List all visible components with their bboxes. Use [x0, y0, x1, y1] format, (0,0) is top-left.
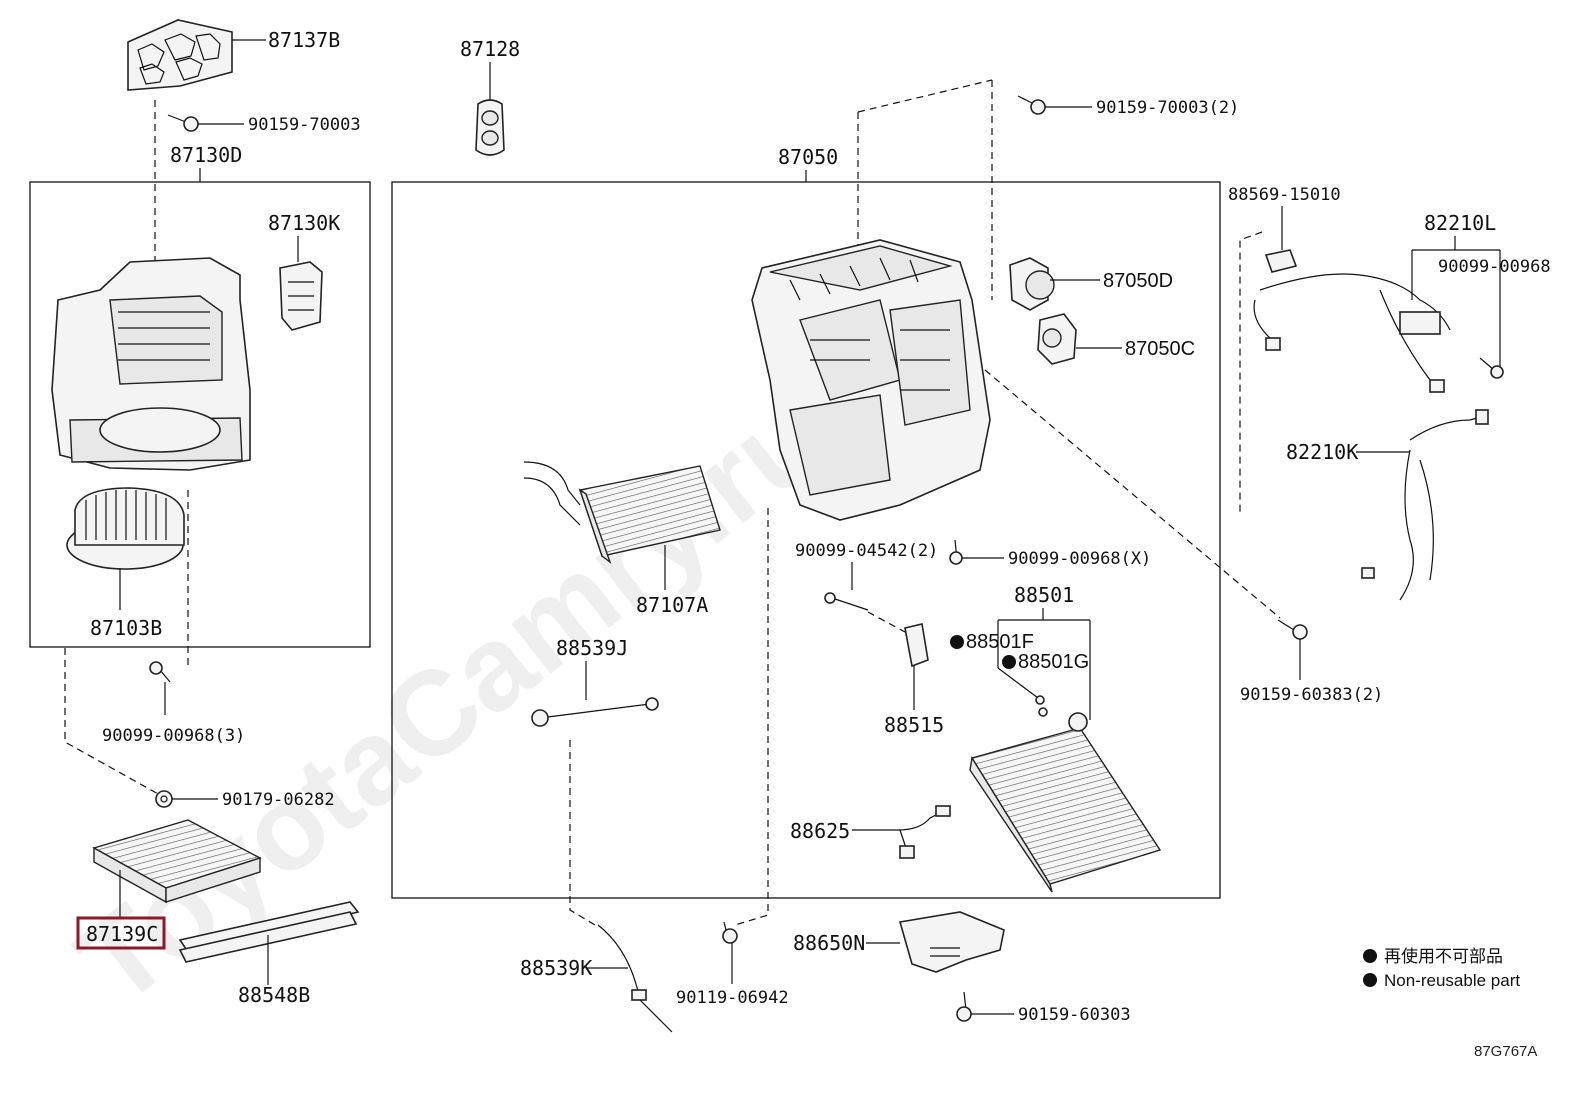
legend-line-1: 再使用不可部品	[1384, 946, 1503, 966]
label-87103B[interactable]: 87103B	[90, 616, 162, 640]
clip-90179-06282-icon	[155, 790, 173, 808]
label-87107A[interactable]: 87107A	[636, 593, 708, 617]
part-88625-sensor-illustration	[897, 805, 951, 859]
part-87130K-illustration	[279, 261, 323, 331]
label-88650N[interactable]: 88650N	[793, 931, 865, 955]
part-82210L-harness-illustration	[1253, 273, 1451, 393]
legend-dot-1	[1363, 949, 1377, 963]
label-88539J[interactable]: 88539J	[556, 636, 628, 660]
label-90179-06282[interactable]: 90179-06282	[222, 790, 335, 810]
screw-90099-00968-3-icon	[149, 661, 171, 683]
label-88515[interactable]: 88515	[884, 713, 944, 737]
label-82210K[interactable]: 82210K	[1286, 440, 1358, 464]
label-87130K[interactable]: 87130K	[268, 211, 340, 235]
part-88650N-module-illustration	[898, 911, 1005, 973]
label-88501[interactable]: 88501	[1014, 583, 1074, 607]
part-88501-evaporator-illustration	[969, 712, 1162, 893]
label-87128[interactable]: 87128	[460, 37, 520, 61]
label-90099-00968-3[interactable]: 90099-00968(3)	[102, 726, 245, 746]
screw-90159-70003-icon	[167, 114, 199, 132]
screw-90159-60383-icon	[1277, 619, 1308, 640]
part-87107A-heater-core-illustration	[523, 461, 721, 564]
label-90099-00968-X[interactable]: 90099-00968(X)	[1008, 549, 1151, 569]
label-90119-06942[interactable]: 90119-06942	[676, 988, 789, 1008]
label-90159-60383-2[interactable]: 90159-60383(2)	[1240, 685, 1383, 705]
non-reusable-dot-88501G	[1002, 655, 1016, 669]
screw-90119-06942-icon	[722, 921, 738, 944]
part-87139C-filter-illustration	[92, 819, 262, 904]
legend-dot-2	[1363, 973, 1377, 987]
screw-90159-60303-icon	[956, 991, 972, 1022]
part-blower-case-illustration	[51, 257, 251, 471]
legend: 再使用不可部品 Non-reusable part	[1363, 946, 1520, 990]
label-87050[interactable]: 87050	[778, 145, 838, 169]
part-87103B-illustration	[66, 487, 185, 570]
label-90159-70003[interactable]: 90159-70003	[248, 115, 361, 135]
screw-90099-00968-X-icon	[949, 539, 963, 565]
part-87050-hvac-unit-illustration	[751, 239, 991, 521]
part-87128-grommet-illustration	[475, 99, 505, 156]
label-88625[interactable]: 88625	[790, 819, 850, 843]
label-88539K[interactable]: 88539K	[520, 956, 592, 980]
bolt-90099-04542-icon	[824, 592, 869, 611]
label-88501F[interactable]: 88501F	[966, 631, 1034, 653]
part-82210K-harness-illustration	[1361, 409, 1489, 601]
legend-line-2: Non-reusable part	[1384, 971, 1520, 990]
part-88569-15010-illustration	[1264, 249, 1298, 273]
label-87139C[interactable]: 87139C	[86, 922, 158, 946]
label-82210L[interactable]: 82210L	[1424, 211, 1496, 235]
part-88539J-illustration	[531, 697, 659, 727]
label-87130D[interactable]: 87130D	[170, 143, 242, 167]
part-88539K-hose-illustration	[597, 924, 673, 1033]
part-87137B-illustration	[127, 19, 233, 91]
label-88501G[interactable]: 88501G	[1018, 651, 1089, 673]
part-87050C-illustration	[1037, 313, 1077, 365]
screw-90159-70003-2-icon	[1017, 95, 1046, 115]
label-90099-04542-2[interactable]: 90099-04542(2)	[795, 541, 938, 561]
screw-82210L-icon	[1479, 357, 1504, 379]
highlight-box-87139C	[76, 916, 166, 950]
label-87137B[interactable]: 87137B	[268, 28, 340, 52]
non-reusable-dot-88501F	[950, 635, 964, 649]
part-87050D-illustration	[1009, 257, 1055, 311]
assembly-box-87130D	[29, 181, 371, 648]
part-88515-illustration	[904, 623, 929, 668]
label-90099-00968[interactable]: 90099-00968	[1438, 257, 1551, 277]
diagram-code: 87G767A	[1474, 1043, 1537, 1060]
label-88569-15010[interactable]: 88569-15010	[1228, 185, 1341, 205]
assembly-box-87050	[391, 181, 1221, 899]
label-87050C[interactable]: 87050C	[1125, 338, 1195, 360]
label-90159-60303[interactable]: 90159-60303	[1018, 1005, 1131, 1025]
label-88548B[interactable]: 88548B	[238, 983, 310, 1007]
label-87050D[interactable]: 87050D	[1103, 270, 1173, 292]
label-90159-70003-2[interactable]: 90159-70003(2)	[1096, 98, 1239, 118]
